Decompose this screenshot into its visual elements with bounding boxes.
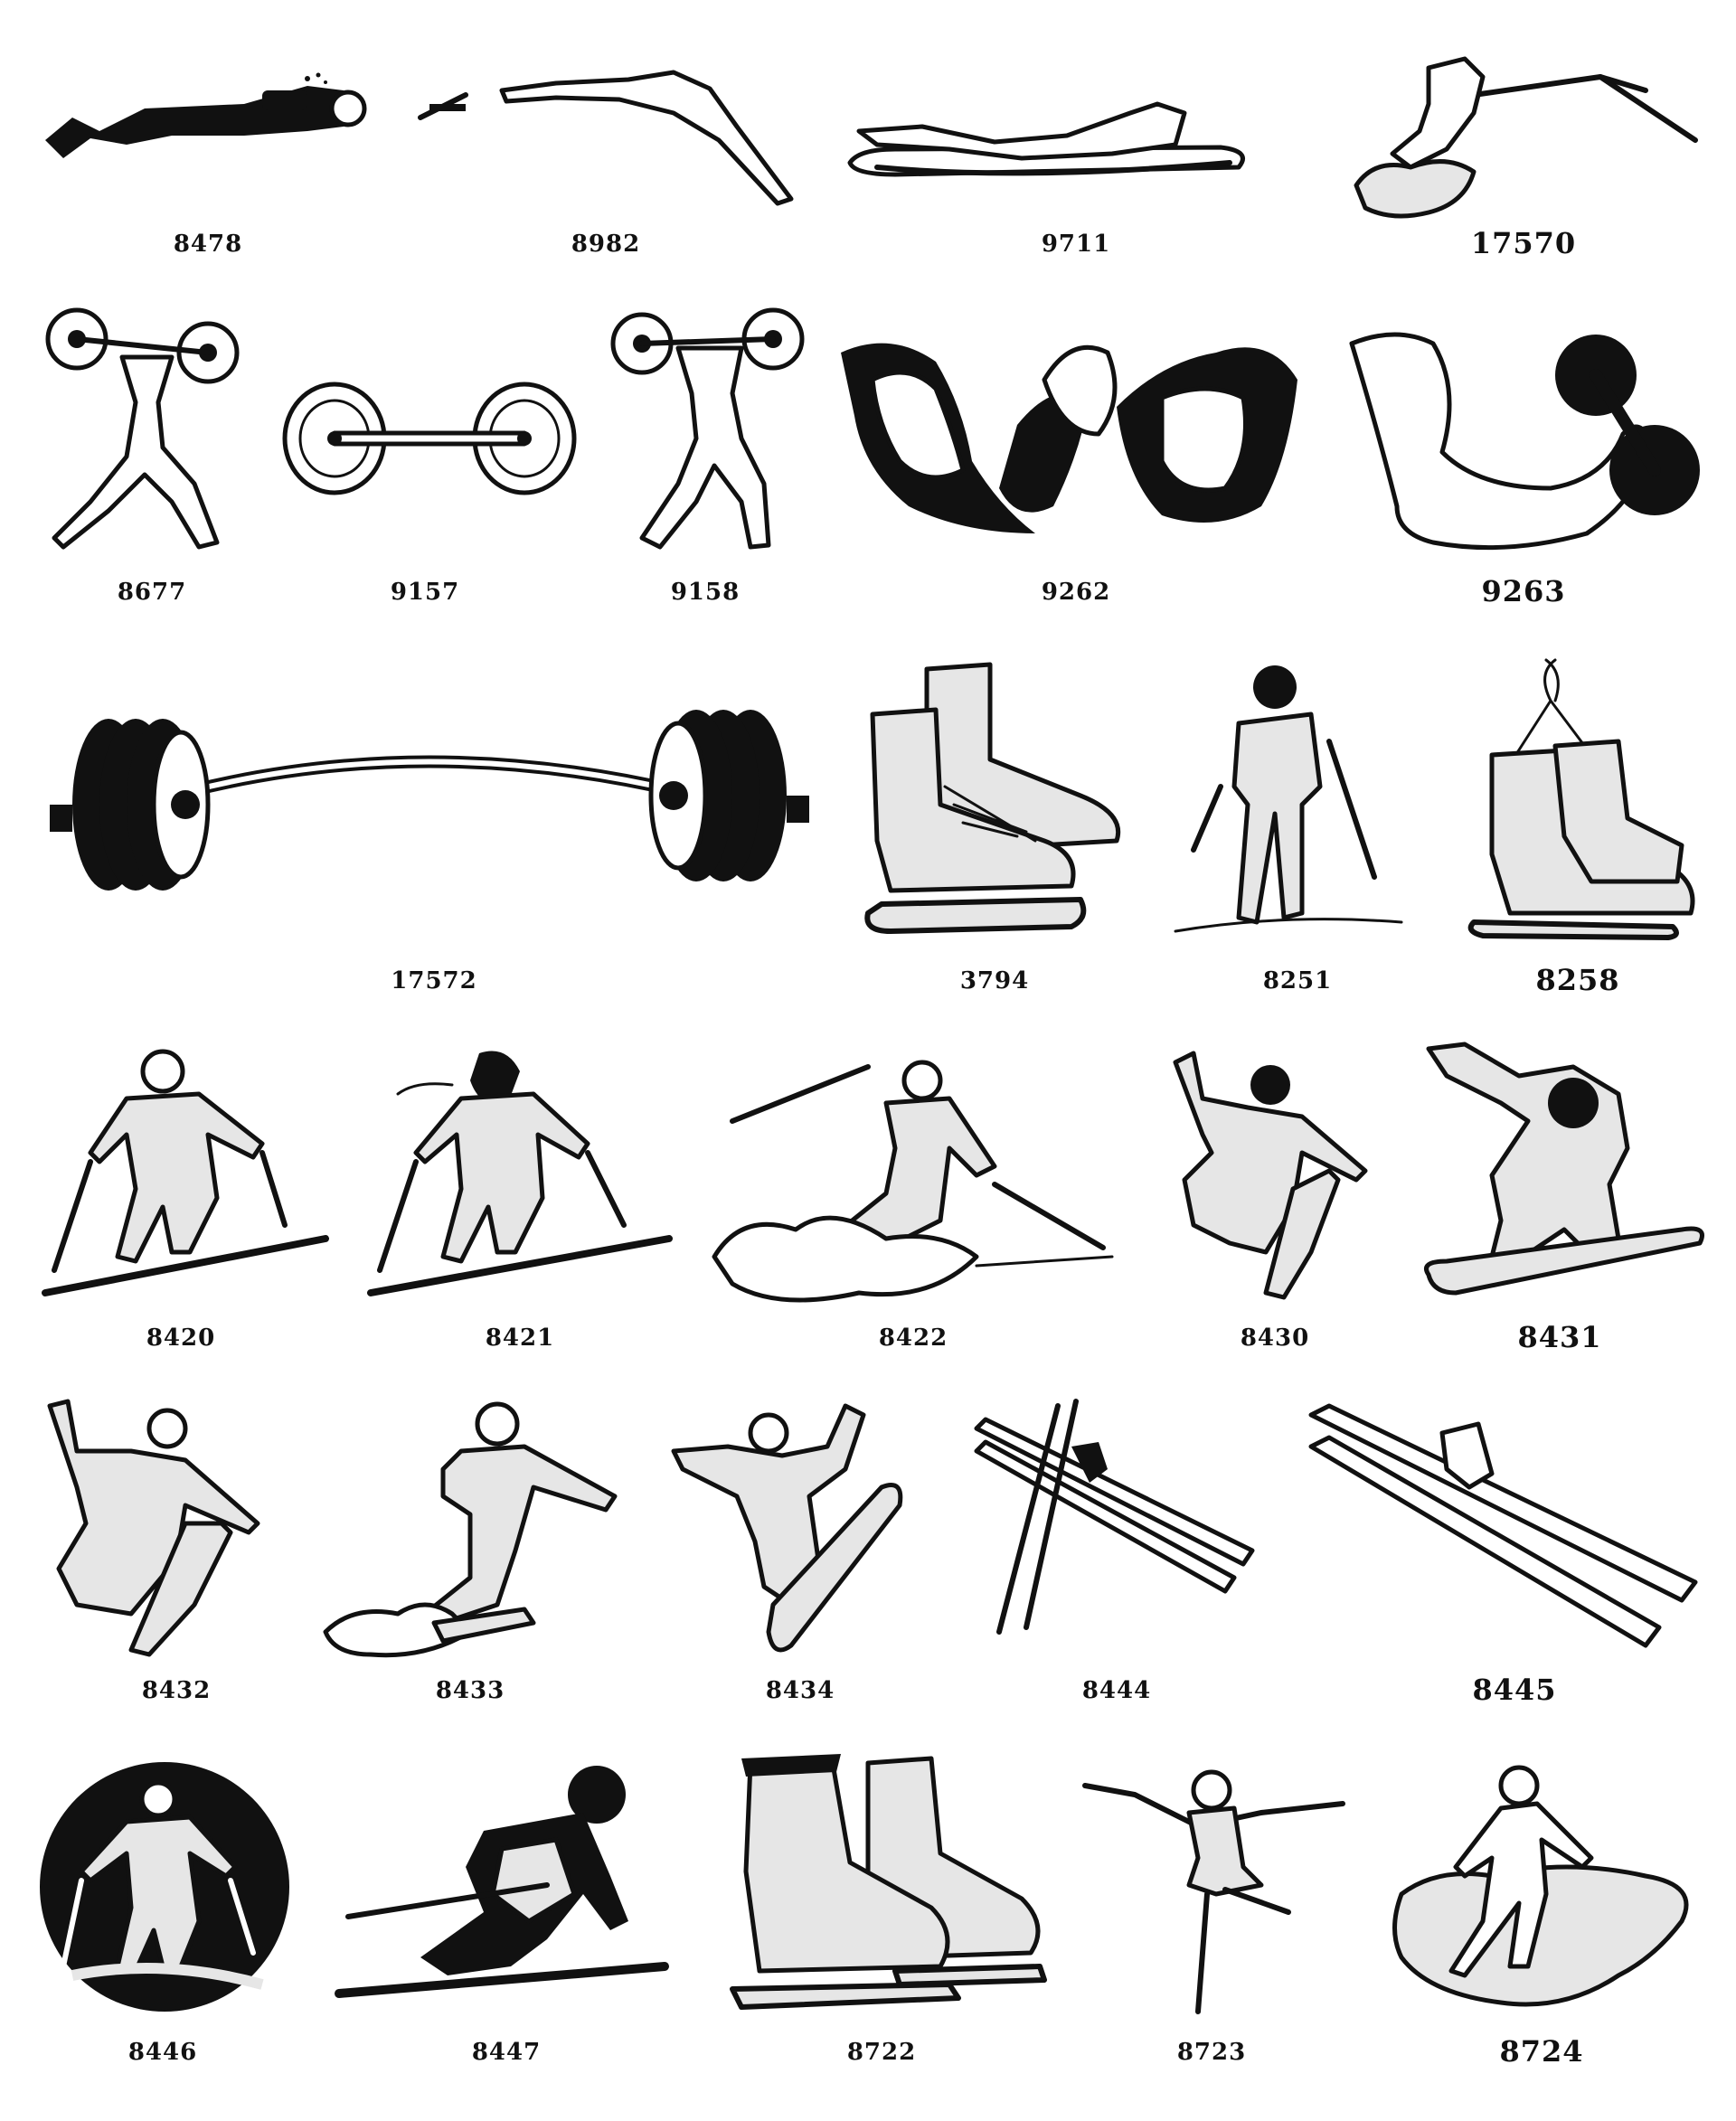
ice-skates-icon	[854, 660, 1126, 940]
hanging-skates-icon	[1456, 655, 1700, 940]
item-code: 8433	[435, 1677, 505, 1704]
skier-powder-icon	[705, 1049, 1121, 1311]
water-skier-icon	[1338, 50, 1700, 231]
scuba-diver-icon	[36, 68, 380, 176]
downhill-racer-icon	[330, 1758, 678, 2016]
item-code: 8677	[117, 579, 187, 606]
item-code: 3794	[959, 967, 1030, 995]
item-code: 9262	[1041, 579, 1111, 606]
snowboarder-air-icon	[41, 1397, 276, 1659]
skis-icon	[1307, 1401, 1704, 1650]
item-code: 8258	[1535, 963, 1620, 997]
item-code: 8432	[141, 1677, 212, 1704]
item-code: 8422	[878, 1324, 948, 1352]
skis-and-poles-icon	[972, 1397, 1261, 1659]
snowboarder-trick-icon	[665, 1397, 913, 1659]
item-code: 8251	[1262, 967, 1333, 995]
item-code: 8434	[765, 1677, 835, 1704]
item-code: 9711	[1041, 231, 1111, 258]
item-code: 8723	[1176, 2039, 1247, 2066]
snowboarder-carve-icon	[316, 1397, 624, 1659]
item-code: 8724	[1499, 2034, 1584, 2069]
skier-icon	[36, 1044, 335, 1302]
surfer-paddling-icon	[841, 77, 1257, 190]
item-code: 9157	[390, 579, 460, 606]
item-code: 9263	[1481, 574, 1566, 608]
figure-skater-icon	[1080, 1758, 1347, 2021]
snowboarder-jump-icon	[1157, 1044, 1383, 1302]
item-code: 8722	[846, 2039, 917, 2066]
heavy-barbell-icon	[36, 705, 823, 895]
item-code: 8982	[571, 231, 641, 258]
arm-curl-dumbbell-icon	[1343, 325, 1704, 556]
barbell-icon	[280, 375, 579, 502]
item-code: 9158	[670, 579, 741, 606]
item-code: 8421	[485, 1324, 555, 1352]
weightlifter-lunge-icon	[36, 303, 240, 570]
item-code: 8420	[146, 1324, 216, 1352]
item-code: 8444	[1081, 1677, 1152, 1704]
item-code: 8431	[1517, 1320, 1602, 1354]
item-code: 8445	[1472, 1673, 1557, 1707]
item-code: 8447	[471, 2039, 542, 2066]
skier-woman-icon	[362, 1044, 674, 1302]
weightlifter-icon	[606, 303, 809, 570]
item-code: 8446	[127, 2039, 198, 2066]
item-code: 17570	[1470, 226, 1577, 260]
cross-country-skier-icon	[1166, 660, 1410, 940]
swimmer-diving-icon	[411, 63, 800, 212]
hockey-skates-icon	[714, 1754, 1049, 2021]
ice-skater-icon	[1383, 1758, 1704, 2021]
arm-wrestling-icon	[836, 325, 1307, 542]
item-code: 17572	[391, 967, 477, 995]
skier-emblem-icon	[36, 1758, 294, 2016]
item-code: 8478	[173, 231, 243, 258]
item-code: 8430	[1240, 1324, 1310, 1352]
snowboarder-icon	[1410, 1040, 1709, 1302]
